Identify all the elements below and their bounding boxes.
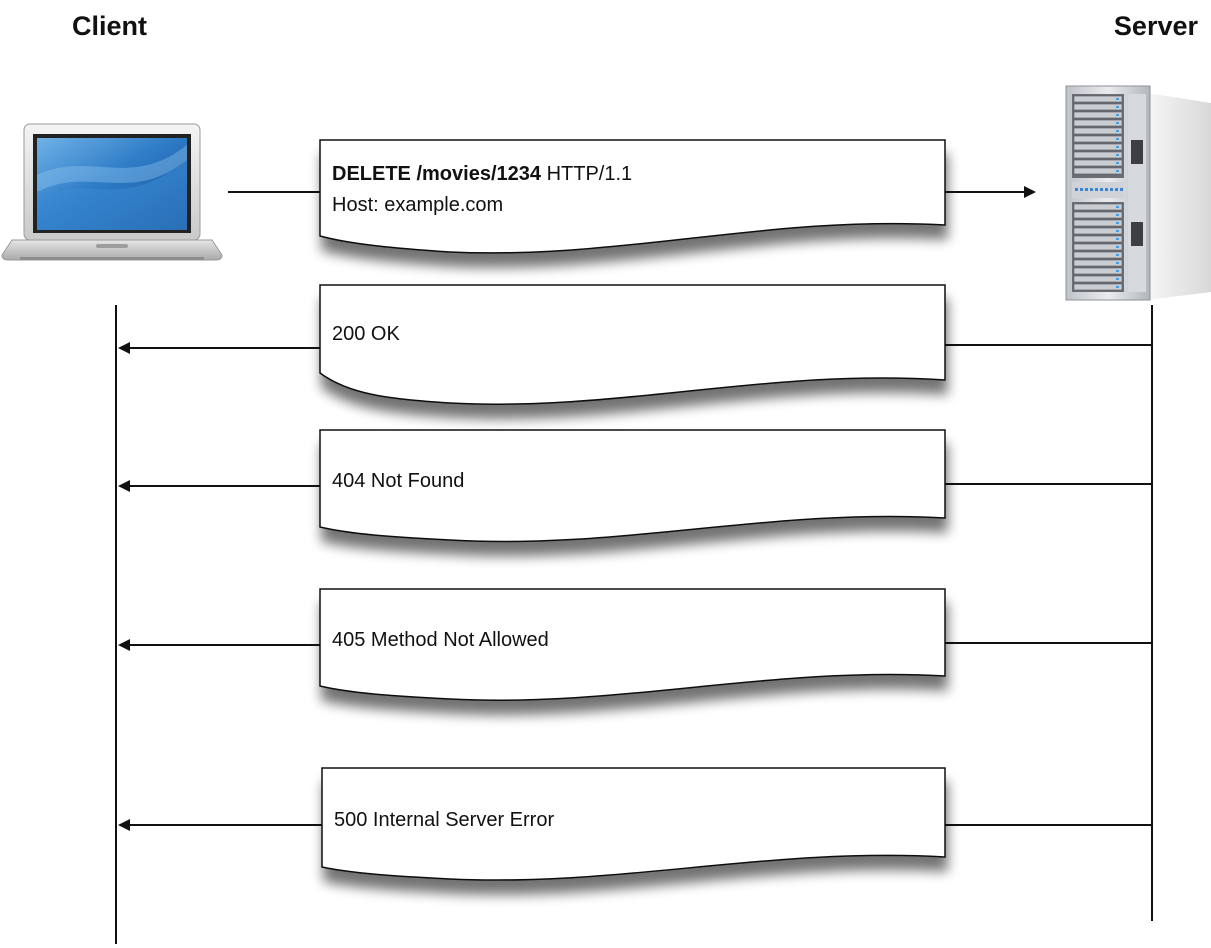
response-status: 405 Method Not Allowed — [332, 629, 549, 651]
rack-drive-slot — [1073, 243, 1123, 251]
rack-drive-led — [1116, 262, 1119, 264]
server-label: Server — [1114, 11, 1199, 41]
request-message: DELETE /movies/1234 HTTP/1.1 Host: examp… — [228, 139, 1036, 254]
request-method: DELETE — [332, 163, 411, 185]
rack-drive-led — [1116, 146, 1119, 148]
rack-drive-led — [1116, 98, 1119, 100]
rack-drive-led — [1116, 238, 1119, 240]
rack-drive-led — [1116, 170, 1119, 172]
rack-status-light — [1115, 188, 1118, 191]
rack-drive-led — [1116, 130, 1119, 132]
response-3: 500 Internal Server Error — [118, 767, 1152, 881]
rack-status-light — [1080, 188, 1083, 191]
rack-drive-slot — [1073, 159, 1123, 167]
rack-drive-slot — [1073, 267, 1123, 275]
rack-drive-slot — [1073, 143, 1123, 151]
response-status: 200 OK — [332, 323, 400, 345]
rack-drive-slot — [1073, 119, 1123, 127]
rack-drive-slot — [1073, 275, 1123, 283]
rack-drive-slot — [1073, 151, 1123, 159]
rack-drive-led — [1116, 138, 1119, 140]
request-line: DELETE /movies/1234 HTTP/1.1 — [332, 163, 632, 185]
rack-drive-led — [1116, 206, 1119, 208]
rack-status-light — [1095, 188, 1098, 191]
rack-drive-slot — [1073, 235, 1123, 243]
request-path: /movies/1234 — [416, 163, 541, 185]
rack-drive-led — [1116, 286, 1119, 288]
request-host: Host: example.com — [332, 194, 503, 216]
rack-drive-led — [1116, 278, 1119, 280]
rack-drive-led — [1116, 106, 1119, 108]
rack-drive-led — [1116, 246, 1119, 248]
rack-drive-led — [1116, 214, 1119, 216]
rack-drive-slot — [1073, 111, 1123, 119]
response-2: 405 Method Not Allowed — [118, 588, 1152, 702]
response-1: 404 Not Found — [118, 429, 1152, 543]
rack-status-light — [1075, 188, 1078, 191]
rack-drive-led — [1116, 122, 1119, 124]
laptop-icon — [1, 123, 223, 261]
rack-status-light — [1110, 188, 1113, 191]
response-note — [321, 767, 946, 881]
rack-status-light — [1085, 188, 1088, 191]
rack-status-light — [1100, 188, 1103, 191]
response-note — [319, 284, 946, 405]
rack-drive-led — [1116, 254, 1119, 256]
rack-drive-led — [1116, 162, 1119, 164]
rack-drive-slot — [1073, 219, 1123, 227]
rack-drive-led — [1116, 230, 1119, 232]
rack-drive-slot — [1073, 95, 1123, 103]
response-status: 500 Internal Server Error — [334, 809, 554, 831]
rack-drive-led — [1116, 114, 1119, 116]
rack-drive-slot — [1073, 211, 1123, 219]
rack-status-light — [1090, 188, 1093, 191]
rack-drive-slot — [1073, 259, 1123, 267]
rack-drive-slot — [1073, 135, 1123, 143]
rack-drive-slot — [1073, 203, 1123, 211]
rack-drive-slot — [1073, 227, 1123, 235]
rack-status-light — [1120, 188, 1123, 191]
rack-drive-slot — [1073, 167, 1123, 175]
rack-drive-slot — [1073, 127, 1123, 135]
rack-drive-slot — [1073, 103, 1123, 111]
request-protocol: HTTP/1.1 — [547, 163, 633, 185]
rack-status-light — [1105, 188, 1108, 191]
response-note — [319, 588, 946, 702]
response-note — [319, 429, 946, 543]
rack-drive-led — [1116, 270, 1119, 272]
rack-drive-slots — [1073, 95, 1123, 291]
rack-drive-slot — [1073, 251, 1123, 259]
rack-drive-led — [1116, 222, 1119, 224]
response-0: 200 OK — [118, 284, 1152, 405]
server-rack-icon — [1065, 85, 1211, 301]
rack-drive-led — [1116, 154, 1119, 156]
response-status: 404 Not Found — [332, 470, 464, 492]
request-note — [319, 139, 946, 254]
client-label: Client — [72, 11, 147, 41]
rack-drive-slot — [1073, 283, 1123, 291]
